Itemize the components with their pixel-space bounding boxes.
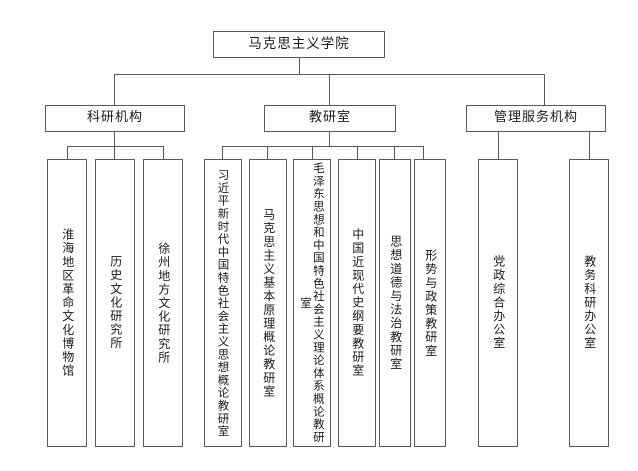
branch-node-admin-label: 管理服务机构 bbox=[493, 110, 578, 126]
connector-drop-leaf-2-6 bbox=[423, 146, 424, 159]
connector-drop-leaf-2-2 bbox=[267, 146, 268, 159]
leaf-node-teaching-6-label: 形势与政策教研室 bbox=[423, 248, 438, 358]
leaf-node-admin-2[interactable]: 教务科研办公室 bbox=[569, 159, 609, 447]
connector-drop-leaf-3-2 bbox=[589, 132, 590, 159]
leaf-node-teaching-3-label: 毛泽东思想和中国特色社会主义理论体系概论教研室 bbox=[299, 162, 326, 444]
root-node[interactable]: 马克思主义学院 bbox=[213, 31, 385, 58]
connector-drop-leaf-2-3 bbox=[312, 146, 313, 159]
root-node-label: 马克思主义学院 bbox=[248, 35, 350, 52]
leaf-node-admin-1[interactable]: 党政综合办公室 bbox=[478, 159, 518, 447]
branch-node-teaching[interactable]: 教研室 bbox=[264, 105, 396, 132]
leaf-node-admin-2-label: 教务科研办公室 bbox=[582, 255, 597, 351]
leaf-node-teaching-6[interactable]: 形势与政策教研室 bbox=[414, 159, 446, 447]
leaf-node-research-1-label: 淮海地区革命文化博物馆 bbox=[60, 228, 75, 378]
connector-drop-leaf-1-2 bbox=[114, 146, 115, 159]
leaf-node-teaching-2-label: 马克思主义基本原理概论教研室 bbox=[261, 207, 276, 399]
connector-stem-branch-2 bbox=[329, 132, 330, 146]
leaf-node-research-3[interactable]: 徐州地方文化研究所 bbox=[143, 159, 183, 447]
connector-bus-branch-2 bbox=[222, 146, 423, 147]
leaf-node-research-2[interactable]: 历史文化研究所 bbox=[95, 159, 135, 447]
connector-drop-leaf-2-4 bbox=[357, 146, 358, 159]
branch-node-research[interactable]: 科研机构 bbox=[45, 105, 185, 132]
leaf-node-research-3-label: 徐州地方文化研究所 bbox=[156, 241, 171, 365]
branch-node-admin[interactable]: 管理服务机构 bbox=[466, 105, 606, 132]
leaf-node-teaching-5[interactable]: 思想道德与法治教研室 bbox=[379, 159, 411, 447]
connector-root-stem bbox=[299, 58, 300, 74]
leaf-node-teaching-4[interactable]: 中国近现代史纲要教研室 bbox=[338, 159, 376, 447]
leaf-node-teaching-2[interactable]: 马克思主义基本原理概论教研室 bbox=[249, 159, 287, 447]
connector-stem-branch-1 bbox=[114, 132, 115, 146]
connector-drop-branch-1 bbox=[114, 74, 115, 105]
leaf-node-teaching-1-label: 习近平新时代中国特色社会主义思想概论教研室 bbox=[216, 168, 231, 438]
connector-drop-leaf-1-1 bbox=[67, 146, 68, 159]
leaf-node-teaching-3[interactable]: 毛泽东思想和中国特色社会主义理论体系概论教研室 bbox=[293, 159, 331, 447]
leaf-node-research-2-label: 历史文化研究所 bbox=[108, 255, 123, 351]
leaf-node-admin-1-label: 党政综合办公室 bbox=[491, 255, 506, 351]
connector-drop-branch-2 bbox=[329, 74, 330, 105]
connector-drop-leaf-2-5 bbox=[394, 146, 395, 159]
leaf-node-teaching-4-label: 中国近现代史纲要教研室 bbox=[350, 228, 365, 378]
connector-drop-leaf-2-1 bbox=[222, 146, 223, 159]
leaf-node-teaching-5-label: 思想道德与法治教研室 bbox=[388, 235, 403, 371]
connector-drop-leaf-3-1 bbox=[498, 132, 499, 159]
branch-node-research-label: 科研机构 bbox=[86, 110, 143, 126]
leaf-node-research-1[interactable]: 淮海地区革命文化博物馆 bbox=[47, 159, 87, 447]
leaf-node-teaching-1[interactable]: 习近平新时代中国特色社会主义思想概论教研室 bbox=[204, 159, 242, 447]
connector-bus-branch-1 bbox=[67, 146, 163, 147]
connector-drop-branch-3 bbox=[544, 74, 545, 105]
connector-drop-leaf-1-3 bbox=[163, 146, 164, 159]
branch-node-teaching-label: 教研室 bbox=[308, 110, 351, 126]
